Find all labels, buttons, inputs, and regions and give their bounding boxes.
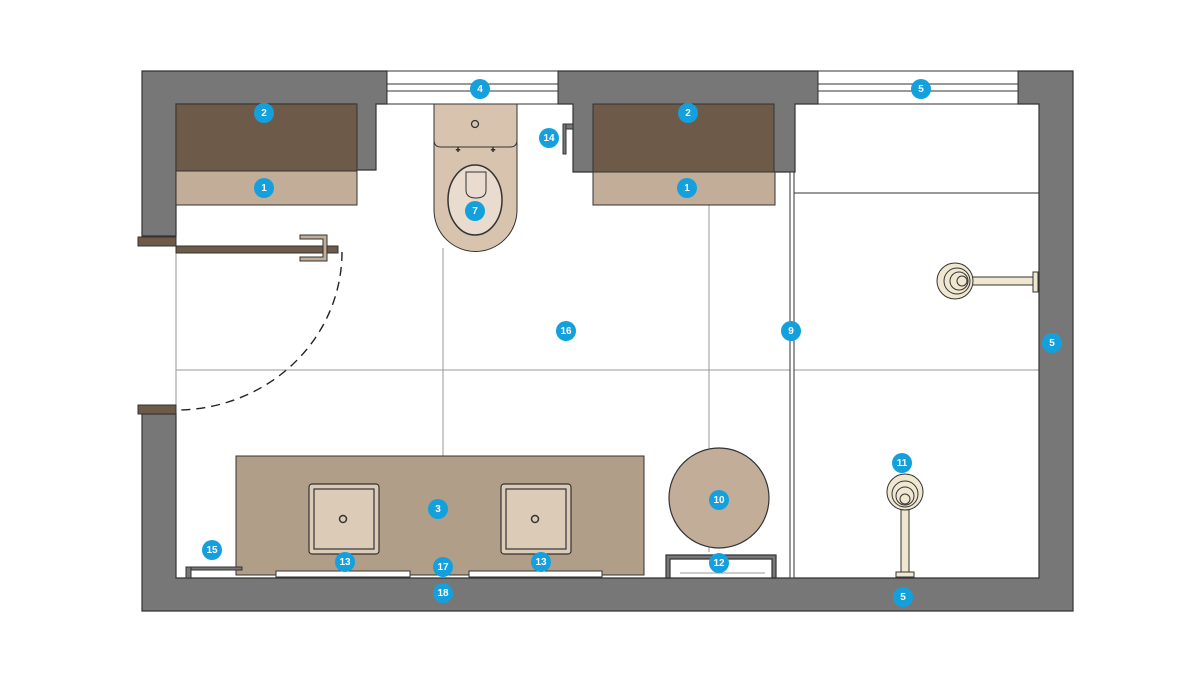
callout-cabinet-front-left: 1 xyxy=(254,178,274,198)
callout-number: 1 xyxy=(684,183,690,194)
callout-number: 7 xyxy=(472,206,478,217)
callout-toilet: 7 xyxy=(465,201,485,221)
callout-number: 12 xyxy=(713,558,725,569)
sink-left xyxy=(308,483,380,555)
callout-cabinet-top-left: 2 xyxy=(254,103,274,123)
door xyxy=(137,234,343,415)
callout-badge-circle xyxy=(556,321,576,341)
svg-text:+: + xyxy=(491,147,495,154)
callout-glass-partition: 9 xyxy=(781,321,801,341)
callout-right-wall: 5 xyxy=(1042,333,1062,353)
callout-bench: 12 xyxy=(709,553,729,573)
callout-number: 4 xyxy=(477,84,483,95)
toilet: + + xyxy=(433,103,518,252)
sink-right xyxy=(500,483,572,555)
toilet-paper-holder xyxy=(562,123,574,155)
callout-number: 5 xyxy=(918,84,924,95)
callout-number: 9 xyxy=(788,326,794,337)
callout-number: 17 xyxy=(437,562,449,573)
shower-fixture-bottom xyxy=(886,473,924,578)
callout-cabinet-front-right: 1 xyxy=(677,178,697,198)
callout-badge-circle xyxy=(433,583,453,603)
callout-number: 14 xyxy=(543,133,555,144)
callout-baseboard: 17 xyxy=(433,557,453,577)
callout-corner-shelf: 15 xyxy=(202,540,222,560)
corner-shelf xyxy=(185,566,243,579)
callout-number: 2 xyxy=(261,108,267,119)
callout-bottom-wall-shower: 5 xyxy=(893,587,913,607)
callout-number: 1 xyxy=(261,183,267,194)
callout-number: 13 xyxy=(535,557,547,568)
callout-number: 11 xyxy=(897,458,908,469)
callout-vanity-counter: 3 xyxy=(428,499,448,519)
door-swing-arc xyxy=(175,251,343,411)
callout-badge-circle xyxy=(465,201,485,221)
callout-badge-circle xyxy=(531,552,551,572)
callout-bottom-wall: 18 xyxy=(433,583,453,603)
callout-number: 18 xyxy=(437,588,449,599)
callout-toilet-paper-holder: 14 xyxy=(539,128,559,148)
callout-sink-left: 13 xyxy=(335,552,355,572)
callout-badge-circle xyxy=(781,321,801,341)
callout-badge-circle xyxy=(709,553,729,573)
callout-window-right: 5 xyxy=(911,79,931,99)
callout-badge-circle xyxy=(1042,333,1062,353)
callout-window-left: 4 xyxy=(470,79,490,99)
callout-badge-circle xyxy=(539,128,559,148)
callout-badge-circle xyxy=(254,103,274,123)
callout-number: 10 xyxy=(713,495,725,506)
callout-number: 16 xyxy=(560,326,572,337)
callout-cabinet-top-right: 2 xyxy=(678,103,698,123)
callout-number: 13 xyxy=(339,557,351,568)
callout-number: 5 xyxy=(1049,338,1055,349)
callout-badge-circle xyxy=(428,499,448,519)
callout-number: 2 xyxy=(685,108,691,119)
callout-shower-fixture-bottom: 11 xyxy=(892,453,912,473)
callout-number: 3 xyxy=(435,504,441,515)
callout-floor-tiles: 16 xyxy=(556,321,576,341)
callout-badge-circle xyxy=(677,178,697,198)
callout-badge-circle xyxy=(892,453,912,473)
callout-badge-circle xyxy=(911,79,931,99)
callout-badge-circle xyxy=(470,79,490,99)
callout-badge-circle xyxy=(678,103,698,123)
callout-number: 5 xyxy=(900,592,906,603)
callout-badge-circle xyxy=(433,557,453,577)
callout-badge-circle xyxy=(893,587,913,607)
callout-number: 15 xyxy=(206,545,218,556)
bench xyxy=(665,554,777,579)
callout-badge-circle xyxy=(254,178,274,198)
shower-fixture-right xyxy=(936,262,1039,300)
callout-round-stool: 10 xyxy=(709,490,729,510)
glass-partition xyxy=(789,171,795,579)
callout-badge-circle xyxy=(709,490,729,510)
svg-text:+: + xyxy=(456,147,460,154)
callout-badge-circle xyxy=(335,552,355,572)
callout-sink-right: 13 xyxy=(531,552,551,572)
callout-badge-circle xyxy=(202,540,222,560)
